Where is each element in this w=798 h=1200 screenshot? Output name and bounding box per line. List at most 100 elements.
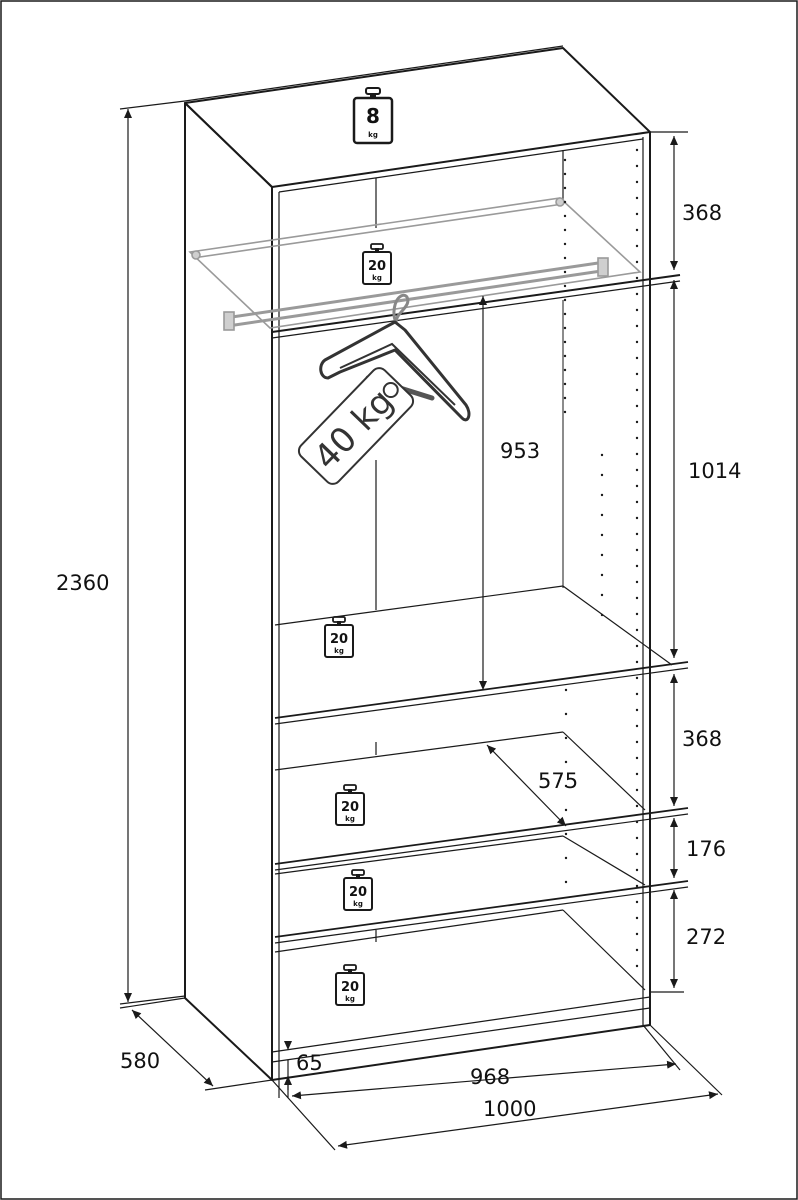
pin-hole (635, 388, 639, 392)
pin-hole (600, 513, 604, 517)
pin-hole (635, 276, 639, 280)
pin-hole (563, 354, 567, 358)
pin-hole (635, 900, 639, 904)
label-plinth: 65 (296, 1051, 323, 1075)
label-bottom-compartment: 272 (686, 925, 726, 949)
pin-hole (635, 628, 639, 632)
weight-icon-top: 8 kg (352, 87, 394, 145)
pin-hole (635, 356, 639, 360)
top-load-value: 8 (366, 104, 380, 128)
pin-hole (635, 484, 639, 488)
shelf-3-load-unit: kg (353, 900, 363, 908)
pin-hole (563, 284, 567, 288)
pin-hole (635, 468, 639, 472)
label-hanging-compartment: 1014 (688, 459, 741, 483)
pin-hole (635, 932, 639, 936)
pin-hole (635, 372, 639, 376)
pin-hole (635, 692, 639, 696)
pin-hole (635, 228, 639, 232)
pin-hole (635, 196, 639, 200)
shelf-3-load-value: 20 (349, 885, 367, 900)
pin-hole (635, 420, 639, 424)
pin-hole (635, 164, 639, 168)
pin-hole (564, 808, 568, 812)
pin-hole (635, 404, 639, 408)
top-load-unit: kg (368, 131, 378, 139)
pin-hole (635, 180, 639, 184)
pin-hole (635, 804, 639, 808)
pin-hole (635, 836, 639, 840)
shelf-2-load-unit: kg (345, 815, 355, 823)
bottom-load-value: 20 (341, 980, 359, 995)
pin-hole (635, 820, 639, 824)
left-side-panel (184, 102, 273, 1081)
shelf-1-load-unit: kg (334, 647, 344, 655)
pin-hole (563, 172, 567, 176)
pin-hole (563, 298, 567, 302)
weight-icon-shelf-3: 20 kg (343, 869, 373, 911)
pin-hole (563, 326, 567, 330)
pin-hole (600, 493, 604, 497)
shelf-pin-holes (563, 148, 639, 968)
label-shelf-gap-2: 176 (686, 837, 726, 861)
pin-hole (564, 712, 568, 716)
glass-load-unit: kg (372, 274, 382, 282)
label-width-inner: 968 (470, 1065, 510, 1089)
pin-hole (635, 660, 639, 664)
dim-line-968 (291, 1060, 677, 1100)
pin-hole (635, 580, 639, 584)
label-depth: 580 (120, 1049, 160, 1073)
pin-hole (635, 340, 639, 344)
pin-hole (635, 724, 639, 728)
pin-hole (635, 532, 639, 536)
pin-hole (563, 340, 567, 344)
pin-hole (563, 312, 567, 316)
pin-hole (635, 788, 639, 792)
weight-icon-bottom: 20 kg (335, 964, 365, 1006)
pin-hole (563, 256, 567, 260)
pin-hole (635, 676, 639, 680)
pin-hole (635, 884, 639, 888)
pin-hole (635, 964, 639, 968)
pin-hole (635, 948, 639, 952)
bottom-load-unit: kg (345, 995, 355, 1003)
pin-hole (600, 593, 604, 597)
pin-hole (563, 158, 567, 162)
pin-hole (635, 596, 639, 600)
pin-hole (635, 212, 639, 216)
pin-hole (563, 228, 567, 232)
dim-line-575 (486, 744, 567, 827)
pin-hole (563, 200, 567, 204)
label-width-outer: 1000 (483, 1097, 536, 1121)
pin-hole (635, 772, 639, 776)
pin-hole (563, 214, 567, 218)
pin-hole (600, 553, 604, 557)
pin-hole (635, 708, 639, 712)
pin-hole (600, 533, 604, 537)
weight-icon-shelf-1: 20 kg (324, 616, 354, 658)
pin-hole (564, 688, 568, 692)
label-top-compartment: 368 (682, 201, 722, 225)
pin-hole (635, 852, 639, 856)
pin-hole (600, 573, 604, 577)
pin-hole (635, 500, 639, 504)
pin-hole (635, 644, 639, 648)
dim-line-depth (131, 1009, 214, 1087)
pin-hole (600, 473, 604, 477)
pin-hole (563, 270, 567, 274)
label-hanging-clearance: 953 (500, 439, 540, 463)
pin-hole (563, 186, 567, 190)
pin-hole (635, 548, 639, 552)
hanging-rail (271, 274, 681, 339)
pin-hole (635, 244, 639, 248)
glass-shelf (188, 197, 642, 331)
pin-hole (563, 242, 567, 246)
weight-icon-glass: 20 kg (362, 243, 392, 285)
pin-hole (600, 453, 604, 457)
pin-hole (635, 516, 639, 520)
pin-hole (635, 740, 639, 744)
shelf-1-load-value: 20 (330, 632, 348, 647)
